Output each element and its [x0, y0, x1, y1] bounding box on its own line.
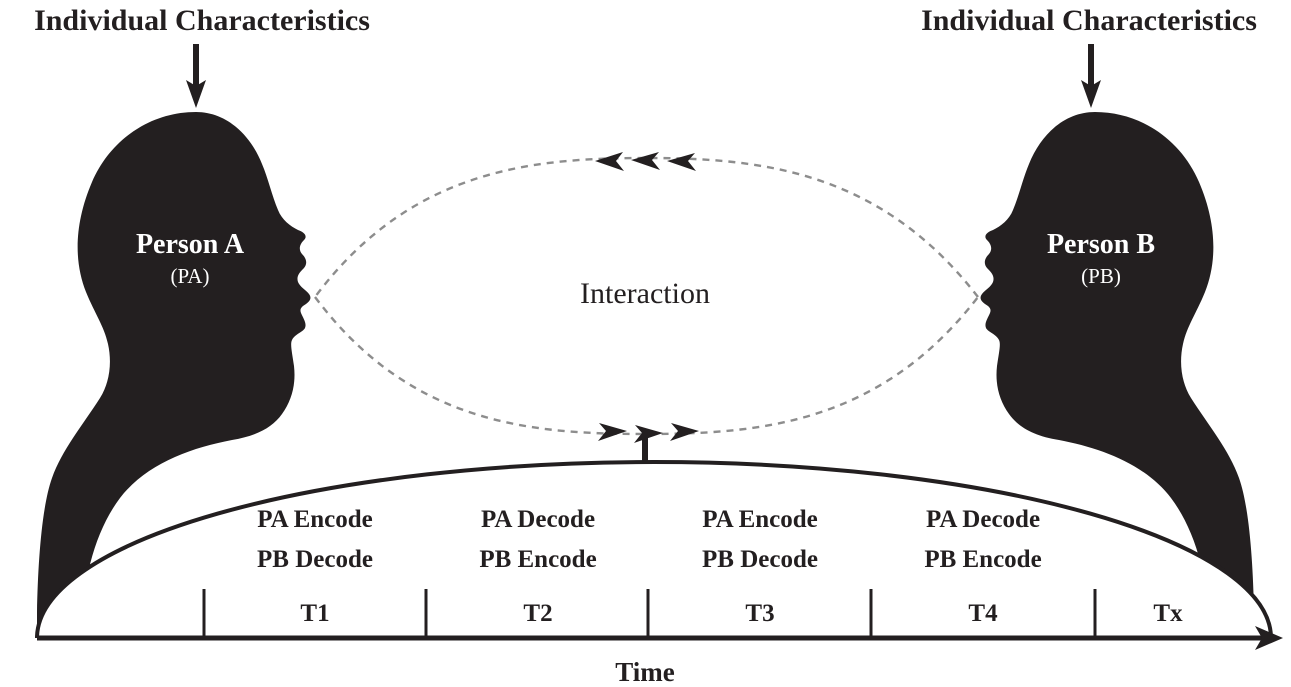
segment-t3: PA Encode PB Decode T3: [702, 506, 818, 627]
segment-t1: PA Encode PB Decode T1: [257, 506, 373, 627]
down-arrow-icon-right: [1081, 44, 1101, 108]
timeline-arc-outline: [35, 460, 1273, 639]
segment-t3-line2: PB Decode: [702, 546, 818, 573]
segment-t1-line2: PB Decode: [257, 546, 373, 573]
header-right-label: Individual Characteristics: [921, 4, 1257, 37]
person-b-silhouette: [980, 112, 1254, 636]
person-a-abbr: (PA): [171, 264, 210, 288]
header-left-label: Individual Characteristics: [34, 4, 370, 37]
interaction-curve-upper: [314, 156, 979, 298]
right-arrowhead-icon-2: [634, 425, 663, 443]
left-arrowhead-icon-1: [595, 152, 624, 171]
segment-t1-line1: PA Encode: [257, 506, 373, 533]
person-b-abbr: (PB): [1081, 264, 1121, 288]
segment-tx-tick-label: Tx: [1153, 600, 1183, 627]
person-b-silhouette-group: [980, 112, 1254, 636]
segment-t4-line2: PB Encode: [924, 546, 1041, 573]
segment-t1-tick-label: T1: [300, 600, 329, 627]
left-arrowhead-icon-3: [667, 153, 696, 171]
time-axis-title: Time: [615, 657, 675, 687]
interaction-label: Interaction: [580, 277, 710, 310]
segment-t4-line1: PA Decode: [926, 506, 1040, 533]
interaction-curve-lower: [314, 296, 979, 436]
timeline-arc-fill: [37, 462, 1271, 638]
segment-t2: PA Decode PB Encode T2: [479, 506, 596, 627]
segment-t2-tick-label: T2: [523, 600, 552, 627]
person-a-silhouette: [37, 112, 311, 636]
down-arrow-icon-left: [186, 44, 206, 108]
segment-t2-line2: PB Encode: [479, 546, 596, 573]
segment-tx: Tx: [1153, 600, 1183, 627]
person-b-name: Person B: [1047, 229, 1155, 260]
segment-t3-tick-label: T3: [745, 600, 774, 627]
person-a-silhouette-group: Person A (PA): [37, 112, 311, 636]
right-arrow-icon-time-axis: [1255, 626, 1283, 650]
person-a-name: Person A: [136, 229, 245, 260]
right-arrowhead-icon-3: [670, 423, 699, 441]
segment-t4-tick-label: T4: [968, 600, 998, 627]
left-arrowhead-icon-2: [631, 152, 660, 170]
right-arrowhead-icon-1: [598, 423, 627, 441]
segment-t3-line1: PA Encode: [702, 506, 818, 533]
segment-t4: PA Decode PB Encode T4: [924, 506, 1041, 627]
segment-t2-line1: PA Decode: [481, 506, 595, 533]
